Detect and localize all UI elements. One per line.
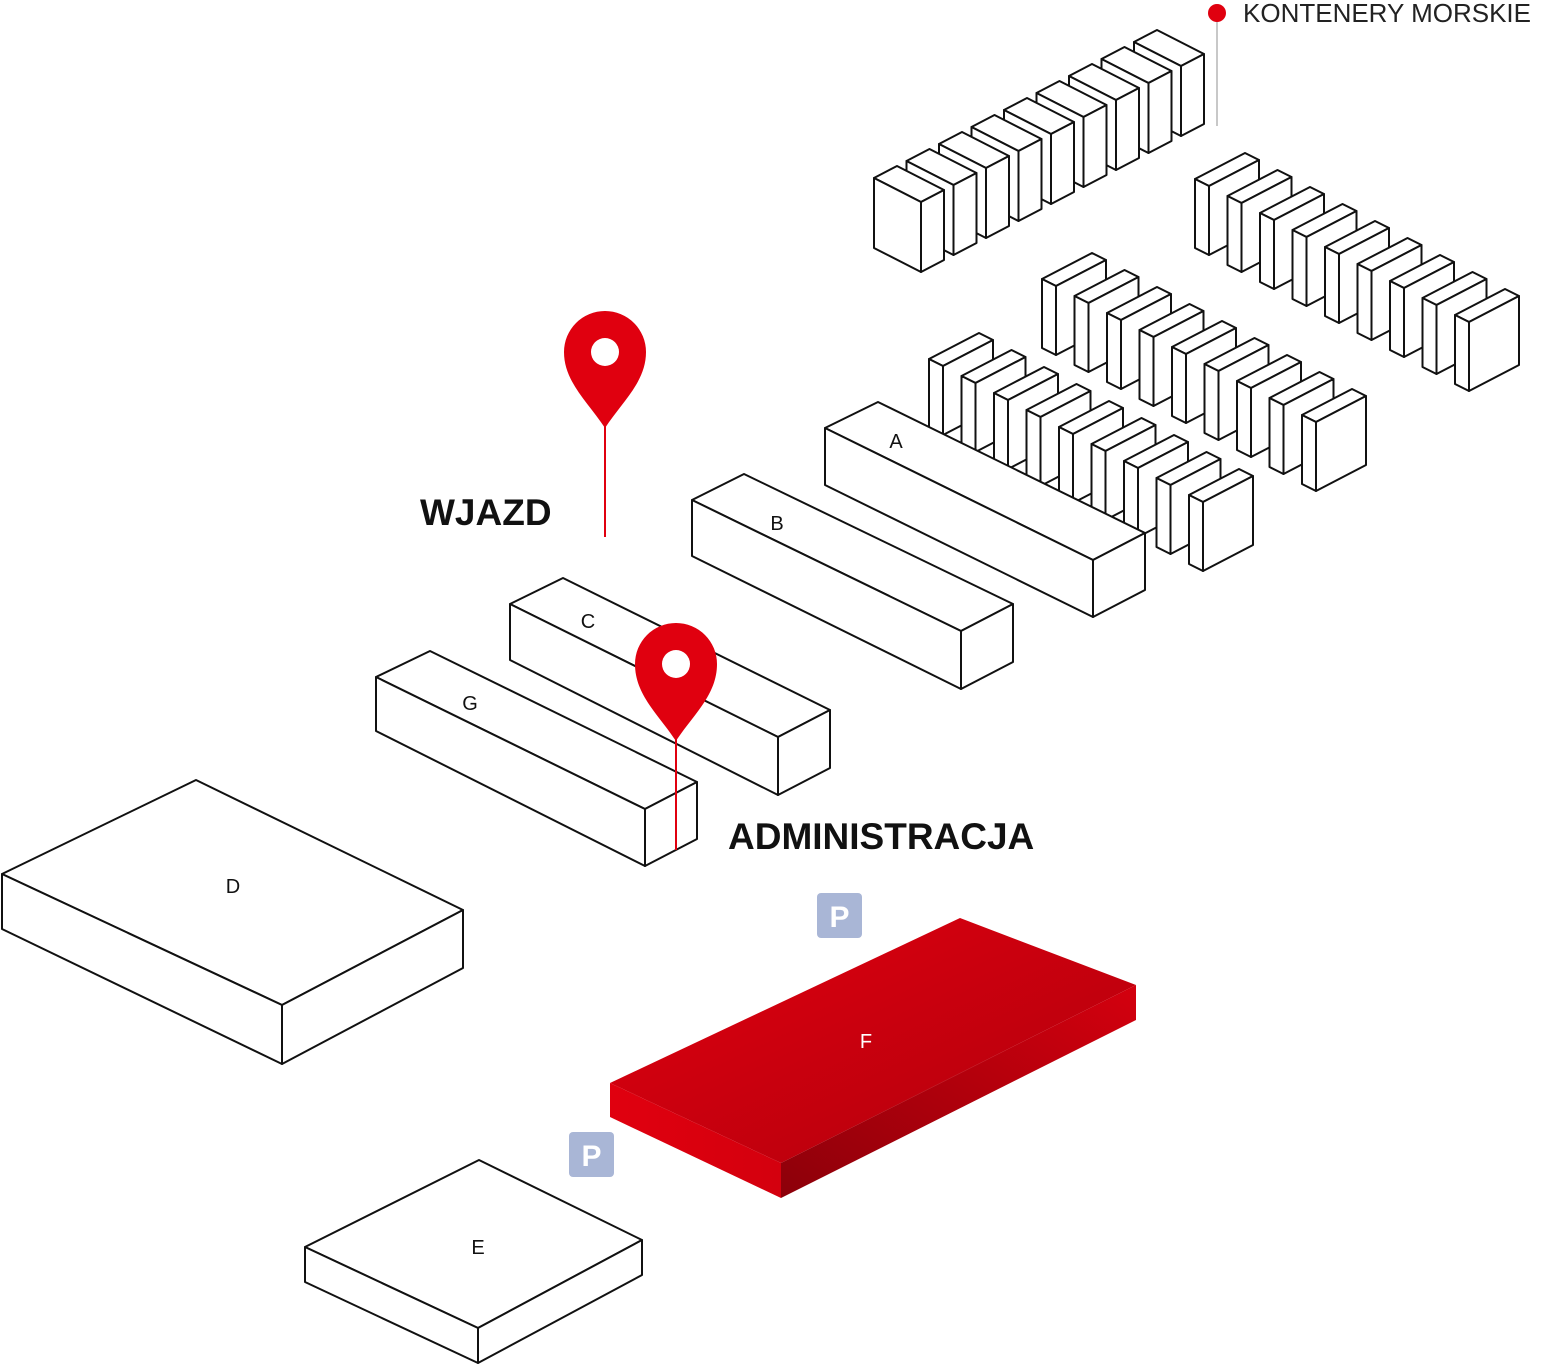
building-d-right (281, 909, 464, 1065)
building-d-label: D (226, 876, 240, 898)
parking-badge[interactable]: P (817, 893, 862, 938)
legend-label: KONTENERY MORSKIE (1243, 0, 1531, 28)
container-side (1106, 312, 1122, 390)
container-side (1194, 178, 1210, 256)
map-pin-hole (662, 650, 690, 678)
container-front (1468, 295, 1520, 392)
building-c-label: C (581, 611, 595, 633)
container-side (920, 189, 945, 273)
container-side (1188, 494, 1204, 572)
container-side (1115, 87, 1140, 171)
parking-icon (569, 1132, 614, 1177)
building-a-right (1092, 532, 1146, 618)
building-f-right (781, 985, 1136, 1198)
building-a-label: A (889, 431, 903, 453)
building-f-label: F (860, 1031, 872, 1053)
container-side (1259, 212, 1275, 290)
container-side (1389, 280, 1405, 358)
parking-label: P (581, 1140, 601, 1173)
shipping-container (1301, 388, 1367, 492)
building-b[interactable]: B (691, 473, 1014, 690)
building-b-right (960, 603, 1014, 690)
building-f[interactable]: F (610, 918, 1136, 1198)
container-side (1454, 314, 1470, 392)
container-side (1268, 397, 1285, 475)
legend: KONTENERY MORSKIE (1208, 0, 1531, 126)
building-g-right (644, 781, 698, 867)
building-a[interactable]: A (824, 401, 1146, 618)
container-side (1324, 246, 1340, 324)
building-b-label: B (770, 513, 783, 535)
container-side (1356, 263, 1373, 341)
container-front (873, 177, 922, 273)
building-e-label: E (471, 1237, 484, 1259)
container-side (1226, 195, 1243, 273)
parking-badge[interactable]: P (569, 1132, 614, 1177)
legend-dot-icon (1208, 4, 1226, 22)
building-g-label: G (462, 693, 478, 715)
building-c-right (777, 709, 831, 796)
parking-icon (817, 893, 862, 938)
container-side (1421, 297, 1438, 375)
building-g[interactable]: G (375, 650, 698, 867)
container-side (1050, 121, 1075, 205)
administration-label: ADMINISTRACJA (728, 816, 1034, 857)
container-front (1202, 475, 1254, 572)
parking-label: P (829, 901, 849, 934)
container-side (960, 375, 977, 453)
container-side (1082, 104, 1108, 188)
entrance-marker[interactable]: WJAZD (420, 311, 646, 537)
map-pin-icon (635, 623, 717, 741)
container-front (1315, 395, 1367, 492)
container-side (952, 172, 978, 256)
container-side (985, 155, 1010, 239)
container-side (1025, 409, 1042, 487)
container-side (1155, 477, 1172, 555)
container-side (1138, 329, 1155, 407)
container-side (1203, 363, 1220, 441)
container-side (1147, 70, 1173, 154)
building-d[interactable]: D (1, 779, 464, 1065)
container-side (1180, 53, 1205, 137)
building-f-top (610, 918, 1136, 1163)
building-e-right (477, 1239, 643, 1364)
administration-marker[interactable]: ADMINISTRACJA (635, 623, 1034, 857)
container-side (928, 358, 944, 436)
container-side (1073, 295, 1090, 373)
container-side (1236, 380, 1252, 458)
container-side (1291, 229, 1308, 307)
container-side (1017, 138, 1043, 222)
entrance-label: WJAZD (420, 492, 552, 533)
container-side (1171, 346, 1187, 424)
container-side (1041, 278, 1057, 356)
map-pin-icon (564, 311, 646, 428)
container-rows (873, 29, 1520, 572)
building-e[interactable]: E (304, 1159, 643, 1364)
container-side (1301, 414, 1317, 492)
map-pin-hole (591, 338, 619, 366)
shipping-container (1188, 468, 1254, 572)
container-side (993, 392, 1009, 470)
shipping-container (1454, 288, 1520, 392)
building-f-left (610, 1083, 781, 1198)
shipping-container (873, 165, 945, 273)
